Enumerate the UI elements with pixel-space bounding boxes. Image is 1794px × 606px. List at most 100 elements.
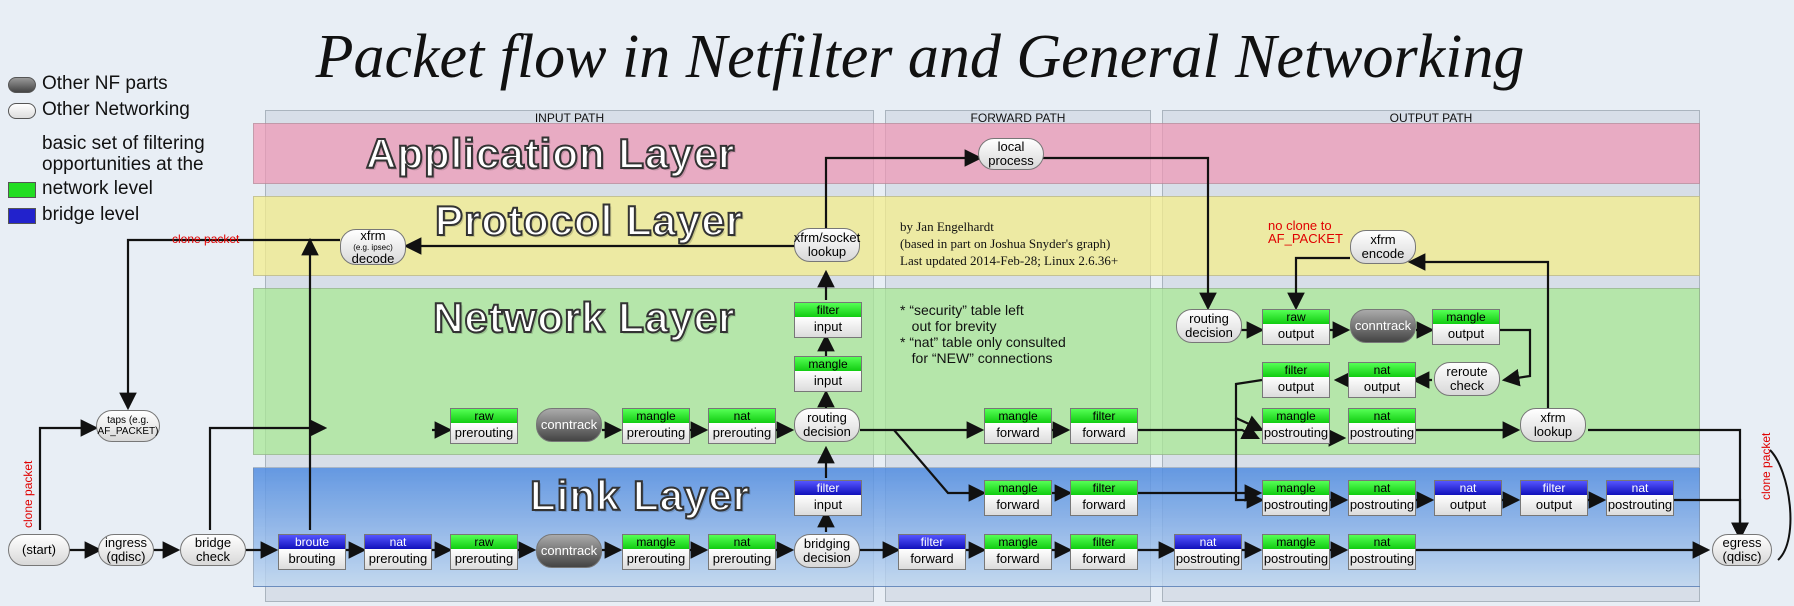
xfrm-decode-node: xfrm(e.g. ipsec)decode [340,227,406,265]
xfrm-lookup-label-2: lookup [1533,424,1573,439]
egress-label-1: egress [1722,535,1762,550]
bridge-check-label-2: check [196,549,230,564]
taps-label-2: AF_PACKET) [97,426,159,437]
conntrack-link-label: conntrack [540,543,598,558]
credits-line-2: (based in part on Joshua Snyder's graph) [900,236,1111,251]
protocol-layer-title: Protocol Layer [434,196,744,245]
chain-hook-label: prerouting [451,549,517,569]
legend-light-swatch [8,103,36,119]
taps-node: taps (e.g.AF_PACKET) [96,410,160,442]
legend-network: network level [8,178,248,200]
routing-out-label-1: routing [1189,311,1229,326]
legend-green-swatch [8,182,36,198]
chain-hook-label: output [1433,324,1499,344]
xfrm-socket-label-2: lookup [807,244,847,259]
chain-table-label: nat [1435,481,1501,495]
chain-hook-label: input [795,371,861,391]
note-2: out for brevity [900,318,997,334]
network-layer-title: Network Layer [432,293,736,342]
clone-packet-top-label: clone packet [172,232,240,246]
xfrm-decode-label-1: xfrm [360,227,386,243]
local-process-label-2: process [988,153,1034,168]
chain-hook-label: postrouting [1349,495,1415,515]
bridging-label-2: decision [803,550,851,565]
chain-hook-label: output [1263,324,1329,344]
clone-out-arrow [1769,449,1792,561]
routing-label-1: routing [807,410,847,425]
chain-table-label: nat [1349,409,1415,423]
page-title: Packet flow in Netfilter and General Net… [315,23,1525,91]
chain-table-label: mangle [985,409,1051,423]
legend-other-net: Other Networking [8,99,248,121]
chain-table-label: filter [795,481,861,495]
chain-hook-label: postrouting [1607,495,1673,515]
chain-hook-label: output [1435,495,1501,515]
legend-basic-2: opportunities at the [8,154,248,176]
conntrack-output-node: conntrack [1350,309,1416,343]
chain-hook-label: output [1263,377,1329,397]
legend-network-label: network level [42,178,153,199]
chain-table-label: nat [709,409,775,423]
link-layer-title: Link Layer [529,471,751,520]
chain-hook-label: output [1521,495,1587,515]
chain-hook-label: output [1349,377,1415,397]
chain-table-label: broute [279,535,345,549]
chain-hook-label: input [795,495,861,515]
chain-table-label: mangle [1263,535,1329,549]
forward-path-label: FORWARD PATH [970,111,1066,125]
taps-label-1: taps (e.g. [107,415,149,426]
start-node-label: (start) [22,542,56,557]
reroute-label-2: check [1450,378,1484,393]
legend-basic-line-2: opportunities at the [42,154,204,175]
chain-table-label: filter [1071,535,1137,549]
credits-line-1: by Jan Engelhardt [900,219,994,234]
xfrm-encode-label-1: xfrm [1370,232,1396,247]
application-layer-title: Application Layer [365,129,736,178]
xfrm-decode-small-label: (e.g. ipsec) [353,242,393,252]
chain-hook-label: postrouting [1349,423,1415,443]
no-clone-label-2: AF_PACKET [1268,231,1343,246]
chain-hook-label: forward [985,423,1051,443]
chain-table-label: mangle [1433,310,1499,324]
note-3: * “nat” table only consulted [900,334,1066,350]
chain-table-label: nat [1349,363,1415,377]
legend-other-net-label: Other Networking [42,99,190,120]
ingress-label-2: (qdisc) [106,549,146,564]
chain-hook-label: postrouting [1175,549,1241,569]
chain-table-label: filter [1071,409,1137,423]
chain-hook-label: postrouting [1263,423,1329,443]
chain-table-label: mangle [1263,409,1329,423]
bridge-check-label-1: bridge [194,535,232,550]
chain-table-label: mangle [985,481,1051,495]
chain-hook-label: forward [1071,423,1137,443]
routing-out-label-2: decision [1185,325,1233,340]
chain-hook-label: forward [985,495,1051,515]
legend-bridge-label: bridge level [42,204,140,225]
chain-hook-label: postrouting [1263,495,1329,515]
chain-hook-label: postrouting [1263,549,1329,569]
ingress-qdisc-node: ingress(qdisc) [98,534,154,566]
chain-table-label: raw [1263,310,1329,324]
reroute-label-1: reroute [1446,364,1488,379]
